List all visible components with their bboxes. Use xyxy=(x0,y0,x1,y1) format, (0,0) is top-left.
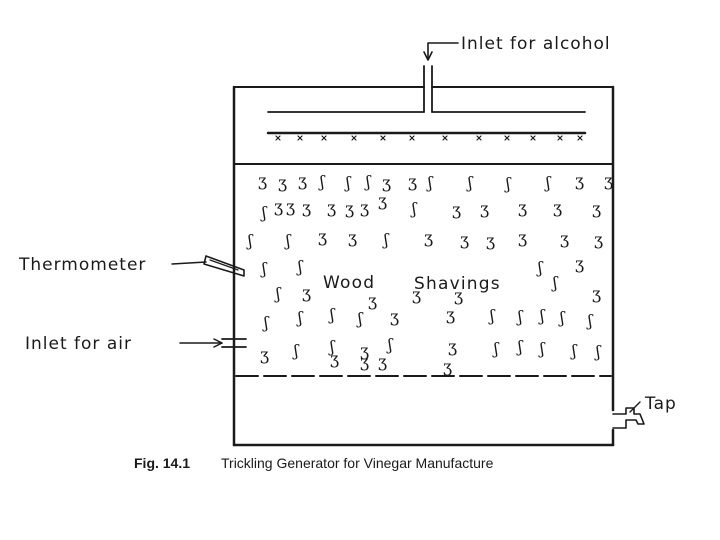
svg-text:ʃ: ʃ xyxy=(410,199,418,218)
svg-text:ʒ: ʒ xyxy=(460,230,469,249)
svg-text:ʒ: ʒ xyxy=(518,198,527,217)
svg-text:ʃ: ʃ xyxy=(586,311,594,330)
svg-text:ʃ: ʃ xyxy=(516,337,524,356)
svg-text:ʃ: ʃ xyxy=(536,258,544,277)
svg-text:ʃ: ʃ xyxy=(262,313,270,332)
thermometer-label: Thermometer xyxy=(18,255,146,275)
air-inlet-pipe xyxy=(221,338,247,348)
thermometer-icon xyxy=(203,255,245,277)
svg-text:ʒ: ʒ xyxy=(286,197,295,216)
sprinkler-holes xyxy=(275,135,583,141)
svg-text:ʃ: ʃ xyxy=(516,307,524,326)
svg-text:ʒ: ʒ xyxy=(486,231,495,250)
svg-text:ʒ: ʒ xyxy=(560,229,569,248)
svg-text:ʒ: ʒ xyxy=(390,307,399,326)
svg-text:ʃ: ʃ xyxy=(570,341,578,360)
svg-text:ʒ: ʒ xyxy=(327,198,336,217)
svg-text:ʒ: ʒ xyxy=(452,200,461,219)
inlet-air-label: Inlet for air xyxy=(25,334,132,354)
svg-text:ʒ: ʒ xyxy=(448,337,457,356)
inlet-alcohol-label: Inlet for alcohol xyxy=(461,34,611,54)
svg-text:ʒ: ʒ xyxy=(330,349,339,368)
svg-text:ʒ: ʒ xyxy=(348,228,357,247)
svg-text:ʒ: ʒ xyxy=(480,199,489,218)
svg-text:ʃ: ʃ xyxy=(544,173,552,192)
svg-text:ʒ: ʒ xyxy=(360,341,369,360)
distribution-plate xyxy=(266,111,587,141)
svg-text:ʃ: ʃ xyxy=(296,308,304,327)
svg-text:ʒ: ʒ xyxy=(443,357,452,376)
svg-text:ʒ: ʒ xyxy=(592,199,601,218)
svg-text:ʃ: ʃ xyxy=(382,230,390,249)
wood-shavings-label-word2: Shavings xyxy=(414,274,501,294)
svg-text:ʒ: ʒ xyxy=(575,171,584,190)
svg-text:ʒ: ʒ xyxy=(424,228,433,247)
svg-text:ʒ: ʒ xyxy=(446,305,455,324)
svg-text:ʃ: ʃ xyxy=(426,173,434,192)
svg-text:ʃ: ʃ xyxy=(318,172,326,191)
svg-text:ʃ: ʃ xyxy=(246,231,254,250)
svg-text:ʒ: ʒ xyxy=(594,230,603,249)
svg-text:ʃ: ʃ xyxy=(292,341,300,360)
svg-text:ʒ: ʒ xyxy=(575,254,584,273)
svg-text:ʒ: ʒ xyxy=(278,173,287,192)
wood-shavings-label-word1: Wood xyxy=(323,273,375,293)
svg-text:ʃ: ʃ xyxy=(488,306,496,325)
svg-text:ʒ: ʒ xyxy=(298,171,307,190)
svg-text:ʃ: ʃ xyxy=(492,339,500,358)
svg-text:ʒ: ʒ xyxy=(345,199,354,218)
svg-text:ʃ: ʃ xyxy=(504,174,512,193)
svg-text:ʃ: ʃ xyxy=(364,172,372,191)
svg-text:ʃ: ʃ xyxy=(284,231,292,250)
svg-text:ʒ: ʒ xyxy=(592,284,601,303)
svg-text:ʃ: ʃ xyxy=(356,309,364,328)
svg-text:ʃ: ʃ xyxy=(386,335,394,354)
thermometer-leader xyxy=(171,261,207,265)
svg-text:ʒ: ʒ xyxy=(360,352,369,371)
tank-outline xyxy=(232,85,615,447)
tap-icon xyxy=(612,401,645,429)
svg-text:ʒ: ʒ xyxy=(553,198,562,217)
svg-text:ʃ: ʃ xyxy=(594,342,602,361)
svg-text:ʃ: ʃ xyxy=(296,257,304,276)
air-inlet-arrow xyxy=(179,338,223,348)
svg-text:ʒ: ʒ xyxy=(318,227,327,246)
svg-text:ʒ: ʒ xyxy=(260,345,269,364)
svg-text:ʃ: ʃ xyxy=(260,203,268,222)
svg-text:ʃ: ʃ xyxy=(551,273,559,292)
svg-text:ʃ: ʃ xyxy=(558,308,566,327)
svg-text:ʒ: ʒ xyxy=(302,198,311,217)
svg-text:ʃ: ʃ xyxy=(538,306,546,325)
svg-text:ʃ: ʃ xyxy=(328,337,336,356)
svg-text:ʃ: ʃ xyxy=(274,284,282,303)
figure-caption: Trickling Generator for Vinegar Manufact… xyxy=(221,455,494,471)
svg-text:ʒ: ʒ xyxy=(454,286,463,305)
svg-text:ʃ: ʃ xyxy=(328,305,336,324)
svg-text:ʒ: ʒ xyxy=(378,191,387,210)
tap-label: Tap xyxy=(644,394,677,414)
inlet-alcohol-arrow xyxy=(427,42,459,59)
svg-text:ʒ: ʒ xyxy=(518,228,527,247)
svg-text:ʒ: ʒ xyxy=(302,283,311,302)
svg-text:ʒ: ʒ xyxy=(258,171,267,190)
svg-text:ʒ: ʒ xyxy=(368,291,377,310)
svg-text:ʒ: ʒ xyxy=(378,352,387,371)
svg-text:ʒ: ʒ xyxy=(274,197,283,216)
figure-number: Fig. 14.1 xyxy=(134,455,190,471)
svg-text:ʒ: ʒ xyxy=(408,172,417,191)
alcohol-inlet-pipe xyxy=(423,65,433,113)
svg-text:ʒ: ʒ xyxy=(412,285,421,304)
svg-text:ʃ: ʃ xyxy=(260,259,268,278)
svg-text:ʃ: ʃ xyxy=(466,173,474,192)
svg-text:ʒ: ʒ xyxy=(360,198,369,217)
svg-text:ʒ: ʒ xyxy=(604,171,613,190)
svg-text:ʒ: ʒ xyxy=(382,173,391,192)
svg-text:ʃ: ʃ xyxy=(344,173,352,192)
svg-text:ʃ: ʃ xyxy=(538,339,546,358)
